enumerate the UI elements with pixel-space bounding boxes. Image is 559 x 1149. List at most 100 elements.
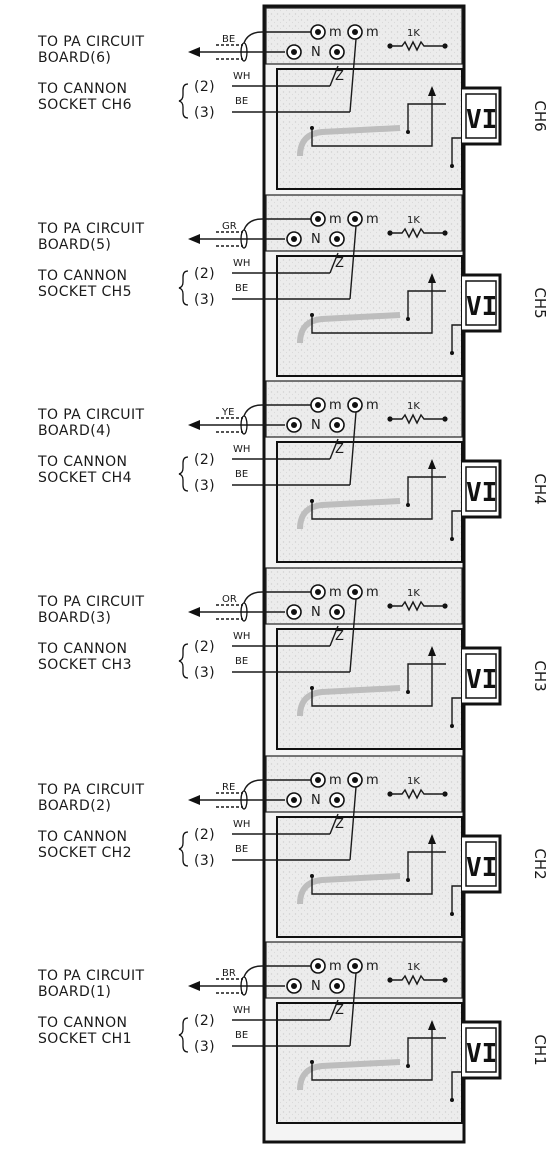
solder-dot — [310, 499, 314, 503]
wire-color-tag: GR — [222, 221, 237, 232]
socket-label: TO CANNON — [37, 829, 127, 845]
wire-color-tag: BE — [222, 34, 235, 45]
channel-label: CH6 — [531, 100, 549, 131]
pin3-label: (3) — [194, 853, 215, 869]
pin2-label: (2) — [194, 1013, 215, 1029]
pot-label: VI — [466, 292, 497, 322]
pin-m-label: m — [329, 25, 342, 40]
pin2-label: (2) — [194, 79, 215, 95]
board-label: TO PA CIRCUIT — [37, 782, 144, 798]
arrow-head-icon — [188, 234, 200, 244]
channel-label: CH1 — [531, 1034, 549, 1065]
solder-dot — [450, 724, 454, 728]
pot-wire — [311, 275, 433, 334]
pin-right-icon-center — [334, 49, 340, 55]
pin2-label: (2) — [194, 452, 215, 468]
pin-m2-label: m — [366, 25, 379, 40]
board-number: BOARD(4) — [38, 423, 111, 439]
pot-label: VI — [466, 1039, 497, 1069]
pot-wire — [451, 510, 462, 539]
solder-dot — [406, 1064, 410, 1068]
pin-z-label: Z — [335, 256, 344, 271]
pin-n-label: N — [311, 979, 321, 994]
pin3-wire-tag: BE — [235, 283, 248, 294]
pot-wire — [311, 1022, 433, 1081]
pin3-wire-tag: BE — [235, 96, 248, 107]
pcb-trace — [297, 312, 401, 344]
pin2-wire-tag: WH — [233, 258, 250, 269]
board-number: BOARD(5) — [38, 237, 111, 253]
pot-wire — [451, 885, 462, 914]
pin2-label: (2) — [194, 827, 215, 843]
pin-m-label: m — [329, 585, 342, 600]
pin-left-icon-center — [291, 609, 297, 615]
pin3-label: (3) — [194, 1039, 215, 1055]
resistor-label: 1K — [407, 215, 420, 226]
pin-n-label: N — [311, 605, 321, 620]
channel-label: CH4 — [531, 473, 549, 504]
resistor-label: 1K — [407, 28, 420, 39]
board-number: BOARD(2) — [38, 798, 111, 814]
pin3-label: (3) — [194, 292, 215, 308]
solder-dot — [450, 537, 454, 541]
solder-dot — [406, 317, 410, 321]
socket-name: SOCKET CH4 — [38, 470, 132, 486]
color-wire — [243, 404, 312, 417]
board-label: TO PA CIRCUIT — [37, 34, 144, 50]
board-number: BOARD(6) — [38, 50, 111, 66]
socket-name: SOCKET CH6 — [38, 97, 132, 113]
pin-right-icon-center — [334, 609, 340, 615]
pcb-trace — [297, 125, 401, 157]
pin-m-label: m — [329, 212, 342, 227]
pin-m-label: m — [329, 398, 342, 413]
pin-m-label: m — [329, 773, 342, 788]
pin-m2-icon-center — [352, 777, 358, 783]
pot-label: VI — [466, 853, 497, 883]
pot-wire — [407, 851, 446, 880]
socket-label: TO CANNON — [37, 81, 127, 97]
pin-n-label: N — [311, 232, 321, 247]
wire-pin3-link — [349, 225, 357, 300]
pin2-label: (2) — [194, 639, 215, 655]
pin-m-icon-center — [315, 29, 321, 35]
pin-m-icon-center — [315, 589, 321, 595]
pin3-label: (3) — [194, 105, 215, 121]
pin-z-label: Z — [335, 442, 344, 457]
resistor-icon — [390, 40, 445, 52]
pot-wire — [451, 324, 462, 353]
wire-color-tag: OR — [222, 594, 237, 605]
wire-pin2-link — [329, 999, 339, 1021]
solder-dot — [450, 351, 454, 355]
pin-n-label: N — [311, 418, 321, 433]
pin2-wire-tag: WH — [233, 444, 250, 455]
pot-wire — [451, 1071, 462, 1100]
pin-m2-label: m — [366, 212, 379, 227]
pot-face — [465, 841, 497, 887]
pcb-trace — [297, 873, 401, 905]
resistor-icon — [390, 600, 445, 612]
socket-label: TO CANNON — [37, 1015, 127, 1031]
brace-icon — [178, 456, 189, 492]
pin-z-label: Z — [335, 629, 344, 644]
board-number: BOARD(3) — [38, 610, 111, 626]
pin-n-label: N — [311, 793, 321, 808]
resistor-icon — [390, 974, 445, 986]
channel-label: CH5 — [531, 287, 549, 318]
pin2-wire-tag: WH — [233, 71, 250, 82]
pin2-wire-tag: WH — [233, 1005, 250, 1016]
pin3-wire-tag: BE — [235, 844, 248, 855]
board-label: TO PA CIRCUIT — [37, 221, 144, 237]
socket-name: SOCKET CH2 — [38, 845, 132, 861]
arrow-head-icon — [188, 607, 200, 617]
solder-dot — [406, 690, 410, 694]
pin-left-icon-center — [291, 236, 297, 242]
pin2-label: (2) — [194, 266, 215, 282]
pin-m2-label: m — [366, 585, 379, 600]
wire-pin3-link — [349, 786, 357, 861]
pin3-wire-tag: BE — [235, 469, 248, 480]
pin-m-label: m — [329, 959, 342, 974]
solder-dot — [450, 164, 454, 168]
socket-name: SOCKET CH3 — [38, 657, 132, 673]
